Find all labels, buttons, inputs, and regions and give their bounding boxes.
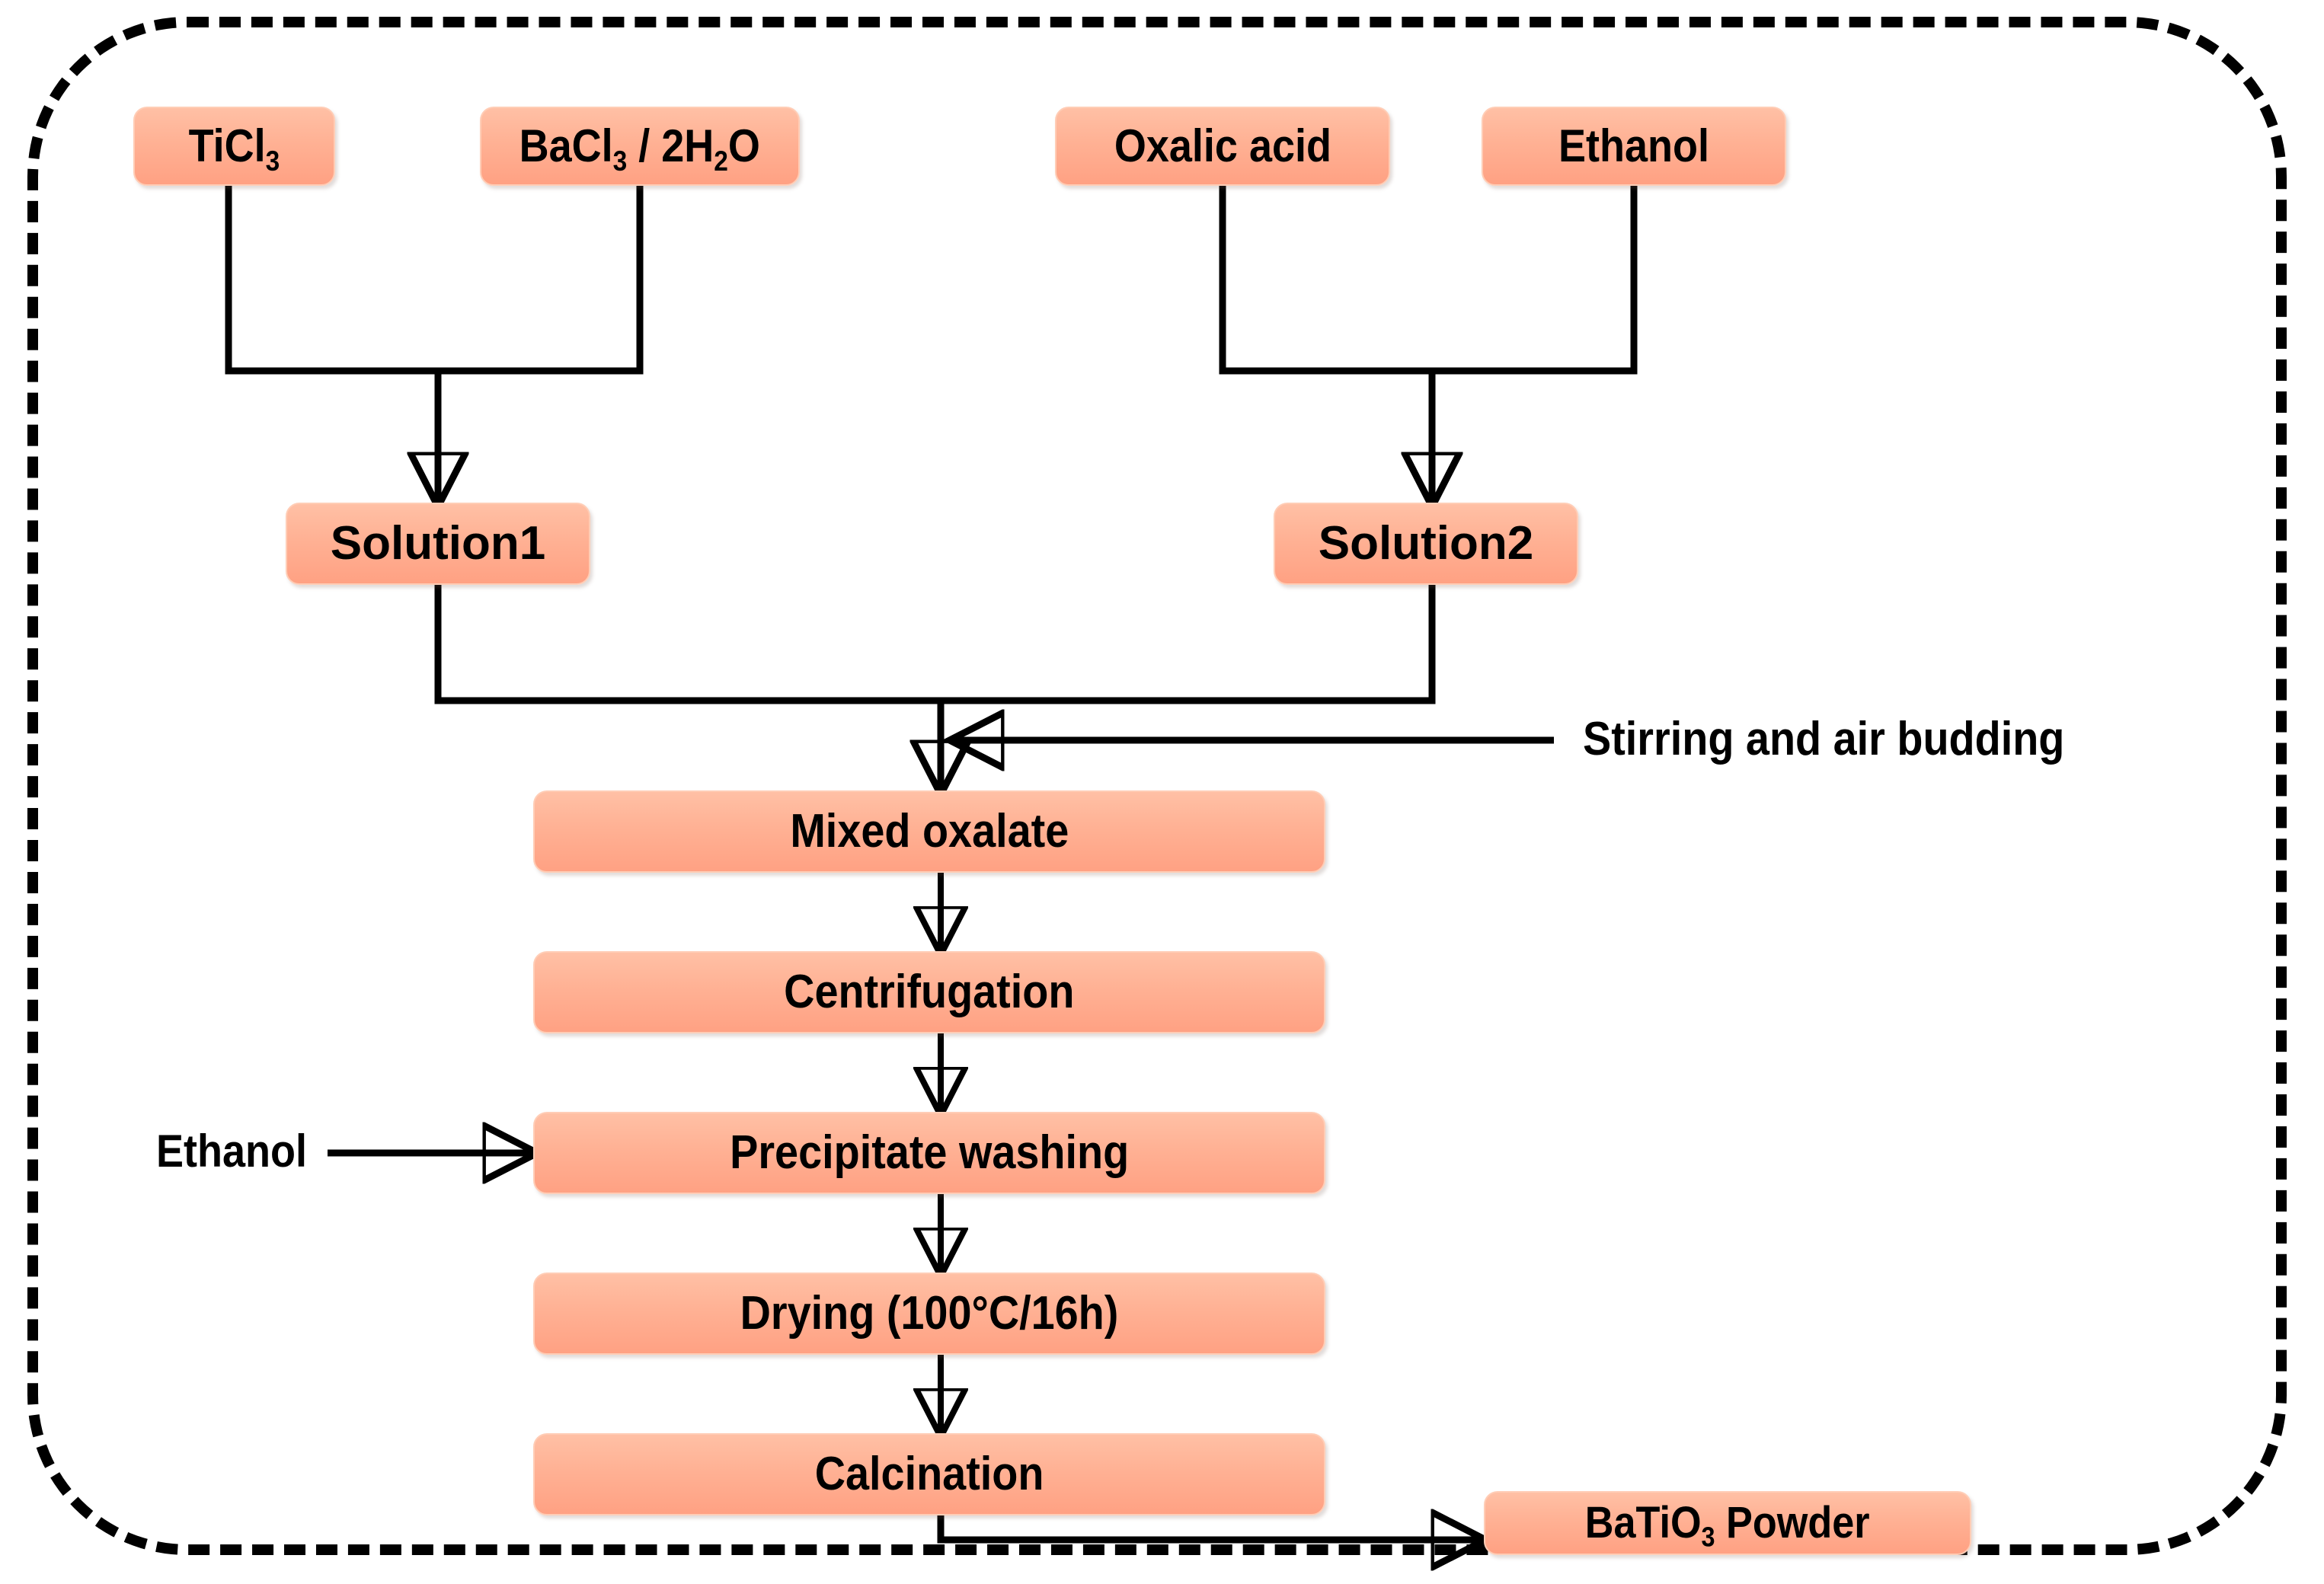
annotation-ethanol-input: Ethanol (156, 1129, 324, 1174)
annotation-label-stirring: Stirring and air budding (1583, 713, 2065, 765)
reagent-label-ethanol-top: Ethanol (1558, 120, 1709, 171)
reagent-box-bacl3[interactable]: BaCl3 / 2H2O (480, 107, 800, 186)
reagent-label-bacl3: BaCl3 / 2H2O (519, 120, 761, 177)
solution-box-solution1[interactable]: Solution1 (286, 503, 590, 585)
process-box-drying[interactable]: Drying (100°C/16h) (533, 1273, 1325, 1355)
process-label-centrifugation: Centrifugation (784, 966, 1075, 1018)
solution-box-solution2[interactable]: Solution2 (1274, 503, 1578, 585)
reagent-box-ethanol-top[interactable]: Ethanol (1482, 107, 1786, 186)
solution-label-solution1: Solution1 (330, 517, 546, 570)
product-label-batio3-powder: BaTiO3 Powder (1585, 1498, 1870, 1553)
annotation-label-ethanol: Ethanol (156, 1126, 307, 1177)
process-box-centrifugation[interactable]: Centrifugation (533, 951, 1325, 1033)
process-label-calcination: Calcination (814, 1448, 1044, 1500)
reagent-label-ticl3: TiCl3 (188, 120, 280, 177)
process-box-precipitate-washing[interactable]: Precipitate washing (533, 1112, 1325, 1194)
process-label-mixed-oxalate: Mixed oxalate (790, 805, 1069, 857)
reagent-box-ticl3[interactable]: TiCl3 (133, 107, 335, 186)
annotation-stirring-and-air-budding: Stirring and air budding (1583, 716, 2118, 763)
reagent-box-oxalic-acid[interactable]: Oxalic acid (1055, 107, 1390, 186)
solution-label-solution2: Solution2 (1318, 517, 1534, 570)
process-label-drying: Drying (100°C/16h) (740, 1287, 1119, 1340)
process-box-calcination[interactable]: Calcination (533, 1433, 1325, 1515)
product-box-batio3-powder[interactable]: BaTiO3 Powder (1484, 1491, 1971, 1555)
reagent-label-oxalic-acid: Oxalic acid (1114, 120, 1331, 171)
process-box-mixed-oxalate[interactable]: Mixed oxalate (533, 790, 1325, 873)
process-label-precipitate-washing: Precipitate washing (729, 1126, 1130, 1179)
